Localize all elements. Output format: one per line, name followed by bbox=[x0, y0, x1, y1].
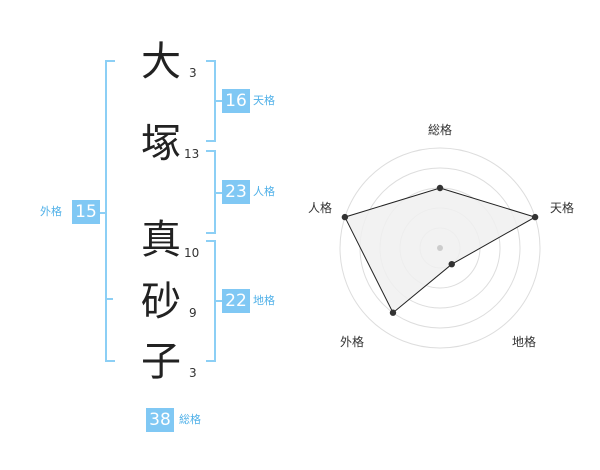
tenkaku-label: 天格 bbox=[253, 94, 275, 107]
stroke-count-5: 3 bbox=[189, 366, 197, 380]
radar-point-2 bbox=[448, 260, 455, 268]
gaikaku-label: 外格 bbox=[40, 205, 62, 218]
radar-center-dot bbox=[437, 245, 443, 251]
jinkaku-label: 人格 bbox=[253, 185, 275, 198]
radar-axis-label-tenkaku: 天格 bbox=[550, 200, 574, 215]
jinkaku-bracket bbox=[206, 150, 216, 234]
tenkaku-bracket-connector bbox=[216, 100, 222, 102]
soukaku-label: 総格 bbox=[179, 413, 201, 426]
gaikaku-bracket-tick bbox=[105, 298, 113, 300]
stroke-count-4: 9 bbox=[189, 306, 197, 320]
radar-axis-label-soukaku: 総格 bbox=[428, 122, 452, 137]
radar-axis-label-jinkaku: 人格 bbox=[308, 200, 332, 215]
radar-dots bbox=[341, 184, 539, 316]
gaikaku-bracket bbox=[105, 60, 115, 362]
radar-axis-label-gaikaku: 外格 bbox=[340, 334, 364, 349]
gaikaku-value-badge: 15 bbox=[72, 200, 100, 224]
stroke-count-2: 13 bbox=[184, 147, 200, 161]
tenkaku-value-badge: 16 bbox=[222, 89, 250, 113]
chikaku-value-badge: 22 bbox=[222, 289, 250, 313]
chikaku-bracket-connector bbox=[216, 300, 222, 302]
stroke-count-3: 10 bbox=[184, 246, 200, 260]
jinkaku-value-badge: 23 bbox=[222, 180, 250, 204]
stroke-count-1: 3 bbox=[189, 66, 197, 80]
jinkaku-bracket-connector bbox=[216, 192, 222, 194]
tenkaku-bracket bbox=[206, 60, 216, 142]
name-char-5: 子 bbox=[141, 339, 181, 385]
chikaku-label: 地格 bbox=[253, 294, 275, 307]
radar-point-0 bbox=[436, 184, 444, 192]
radar-ring bbox=[339, 147, 541, 349]
radar-point-4 bbox=[341, 213, 349, 221]
radar-point-3 bbox=[389, 309, 397, 316]
name-char-1: 大 bbox=[141, 39, 181, 85]
name-char-4: 砂 bbox=[141, 279, 181, 325]
gaikaku-bracket-connector bbox=[99, 212, 105, 214]
radar-axis-label-chikaku: 地格 bbox=[512, 334, 536, 349]
radar-point-1 bbox=[531, 213, 539, 221]
radar-chart: 総格 天格 地格 外格 人格 bbox=[308, 122, 574, 349]
soukaku-value-badge: 38 bbox=[146, 408, 174, 432]
name-char-3: 真 bbox=[141, 217, 181, 263]
chikaku-bracket bbox=[206, 240, 216, 362]
name-char-2: 塚 bbox=[141, 121, 181, 167]
